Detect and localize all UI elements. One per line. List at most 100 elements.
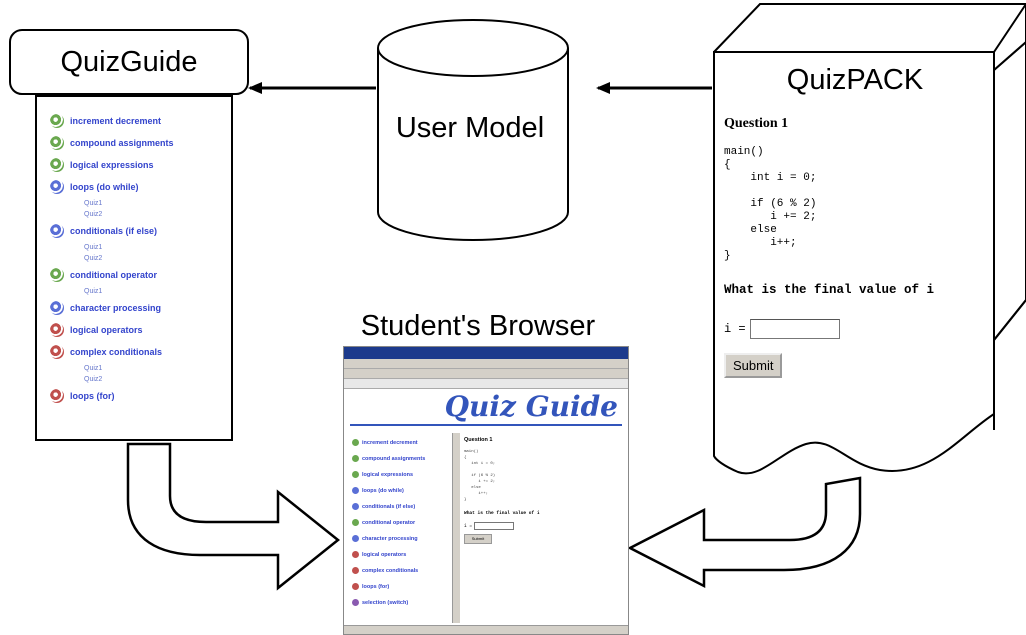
browser-titlebar [344,347,628,359]
hollow-arrow-quizpack-to-browser [627,476,862,589]
browser-topic-item: loops (for) [352,579,452,595]
quiz-link[interactable]: Quiz1 [84,244,103,251]
answer-row: i = [724,319,992,339]
browser-topic-item: increment decrement [352,435,452,451]
target-icon [50,301,64,315]
question-code: main() { int i = 0; if (6 % 2) i += 2; e… [724,146,817,262]
hollow-arrow-quizguide-to-browser [126,442,341,591]
target-icon [50,268,64,282]
browser-topic-item: complex conditionals [352,563,452,579]
browser-topic-label: character processing [362,536,418,542]
quizguide-title-box [9,29,249,95]
submit-button[interactable]: Submit [724,353,783,378]
quizguide-title: QuizGuide [60,45,198,78]
browser-scrollbar [452,433,460,623]
topic-label: logical operators [70,325,143,335]
topic-item[interactable]: logical operators [46,319,236,341]
browser-question-frame: Question 1 main() { int i = 0; if (6 % 2… [464,437,624,544]
target-icon [50,389,64,403]
browser-submit-button: Submit [464,534,492,544]
topic-label: conditionals (if else) [70,226,158,236]
target-icon [50,224,64,238]
topic-item[interactable]: loops (do while) [46,176,236,198]
answer-label: i = [724,322,746,336]
browser-question-title: Question 1 [464,437,493,443]
topic-item[interactable]: conditionals (if else) [46,220,236,242]
browser-topic-item: selection (switch) [352,595,452,611]
browser-topic-item: conditionals (if else) [352,499,452,515]
target-icon [352,599,359,606]
browser-topic-list: increment decrement compound assignments l… [352,435,452,611]
topic-label: increment decrement [70,116,162,126]
topic-label: loops (do while) [70,182,139,192]
browser-answer-row: i = [464,522,624,530]
topic-item[interactable]: conditional operator [46,264,236,286]
browser-topic-label: conditional operator [362,520,416,526]
target-icon [50,180,64,194]
browser-topic-item: logical expressions [352,467,452,483]
browser-topic-item: logical operators [352,547,452,563]
quizpack-question: Question 1 main() { int i = 0; if (6 % 2… [724,116,992,378]
browser-menubar [344,359,628,369]
topic-item[interactable]: complex conditionals [46,341,236,363]
browser-toolbar [344,369,628,379]
topic-label: character processing [70,303,162,313]
target-icon [50,136,64,150]
topic-label: loops (for) [70,391,115,401]
target-icon [50,345,64,359]
target-icon [50,114,64,128]
browser-statusbar [344,625,628,634]
quiz-link[interactable]: Quiz1 [84,288,103,295]
topic-item[interactable]: loops (for) [46,385,236,407]
browser-topic-label: conditionals (if else) [362,504,416,510]
browser-topic-item: character processing [352,531,452,547]
students-browser-title: Student's Browser [360,310,596,342]
browser-topic-item: conditional operator [352,515,452,531]
target-icon [352,583,359,590]
topic-label: compound assignments [70,138,174,148]
quiz-link[interactable]: Quiz1 [84,365,103,372]
browser-topic-label: increment decrement [362,440,418,446]
quiz-link[interactable]: Quiz2 [84,376,103,383]
topic-item[interactable]: increment decrement [46,110,236,132]
topic-label: logical expressions [70,160,154,170]
user-model-cylinder [377,19,569,241]
answer-input[interactable] [749,319,840,339]
topic-item[interactable]: compound assignments [46,132,236,154]
topic-label: complex conditionals [70,347,163,357]
browser-answer-label: i = [464,523,473,529]
browser-topic-item: compound assignments [352,451,452,467]
user-model-title: User Model [395,111,545,144]
browser-question-code: main() { int i = 0; if (6 % 2) i += 2; e… [464,450,496,502]
quiz-link[interactable]: Quiz2 [84,255,103,262]
browser-topic-label: compound assignments [362,456,426,462]
quiz-link[interactable]: Quiz2 [84,211,103,218]
target-icon [352,567,359,574]
topic-item[interactable]: logical expressions [46,154,236,176]
question-title: Question 1 [724,116,789,131]
browser-topic-label: loops (do while) [362,488,404,494]
quizpack-document-stack [713,3,1026,475]
browser-address-bar [344,379,628,389]
quiz-link[interactable]: Quiz1 [84,200,103,207]
topic-item[interactable]: character processing [46,297,236,319]
browser-topic-label: complex conditionals [362,568,419,574]
question-prompt: What is the final value of i [724,283,935,297]
quizguide-logo: Quiz Guide [444,390,618,423]
target-icon [50,323,64,337]
browser-question-prompt: What is the final value of i [464,511,540,516]
quizguide-topic-list: increment decrement compound assignments l… [46,110,236,407]
target-icon [352,535,359,542]
target-icon [352,439,359,446]
quizpack-title: QuizPACK [786,63,924,96]
logo-rule [350,424,622,426]
target-icon [352,519,359,526]
topic-label: conditional operator [70,270,158,280]
target-icon [352,503,359,510]
quizguide-panel [35,95,233,441]
target-icon [352,455,359,462]
browser-topic-item: loops (do while) [352,483,452,499]
browser-topic-label: logical operators [362,552,407,558]
